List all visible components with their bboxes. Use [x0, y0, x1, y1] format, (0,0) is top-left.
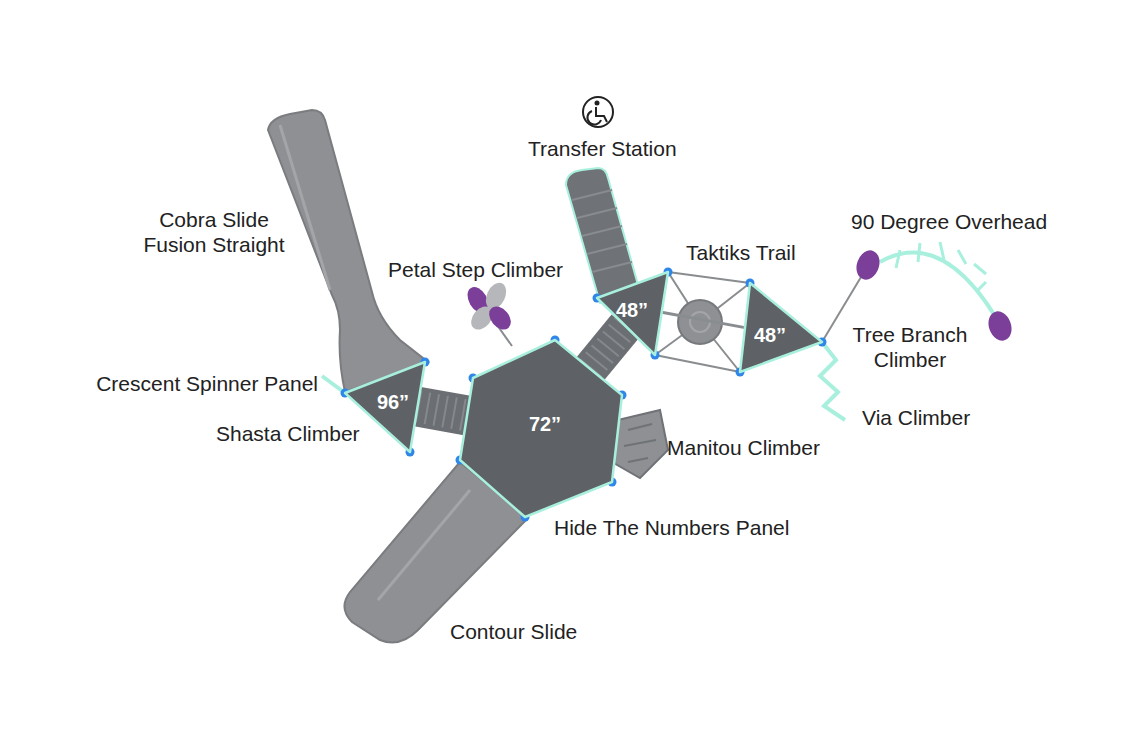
transfer-station	[566, 168, 640, 303]
deck-height: 48”	[616, 300, 648, 320]
deck-shape	[460, 340, 622, 517]
slide-highlight	[378, 490, 470, 600]
deck-platform: 48”	[740, 283, 822, 372]
part-label: 90 Degree Overhead	[851, 209, 1047, 234]
part-label: Taktiks Trail	[686, 240, 796, 265]
part-label: Tree Branch Climber	[845, 322, 975, 372]
part-label: Petal Step Climber	[388, 257, 563, 282]
transfer-steps	[572, 190, 632, 272]
accessibility-icon	[587, 107, 607, 125]
part-label: Contour Slide	[450, 619, 577, 644]
part-label: Shasta Climber	[216, 421, 360, 446]
overhead-cap	[853, 247, 884, 283]
part-label: Hide The Numbers Panel	[554, 515, 789, 540]
climber-holds	[624, 424, 656, 462]
deck-bridge	[418, 407, 468, 416]
part-label: Manitou Climber	[667, 435, 820, 460]
bridge-steps	[418, 407, 468, 416]
deck-shape	[597, 272, 668, 355]
trail-cables	[655, 272, 750, 372]
post-dots	[341, 268, 827, 522]
deck-height: 96”	[377, 392, 409, 412]
deck-platform: 72”	[460, 340, 622, 517]
part-label: Via Climber	[862, 405, 970, 430]
deck-height: 48”	[754, 325, 786, 345]
manitou-climber	[612, 410, 668, 478]
overhead-rungs	[896, 242, 986, 292]
part-label: Cobra Slide Fusion Straight	[128, 207, 300, 257]
via-climber	[820, 342, 845, 420]
accessibility-icon	[595, 101, 600, 106]
deck-platform: 48”	[597, 272, 668, 355]
deck-shape	[740, 283, 822, 372]
overhead-cap	[985, 308, 1016, 344]
bridge-steps	[590, 326, 625, 369]
deck-bridge	[590, 326, 625, 369]
petal	[485, 302, 516, 333]
accessibility-icon	[583, 97, 613, 127]
part-label: Transfer Station	[528, 136, 677, 161]
part-label: Crescent Spinner Panel	[40, 371, 318, 396]
trail-link	[662, 312, 745, 327]
slide-highlight	[280, 125, 330, 290]
cobra-slide	[268, 110, 428, 392]
deck-height: 72”	[529, 414, 561, 434]
